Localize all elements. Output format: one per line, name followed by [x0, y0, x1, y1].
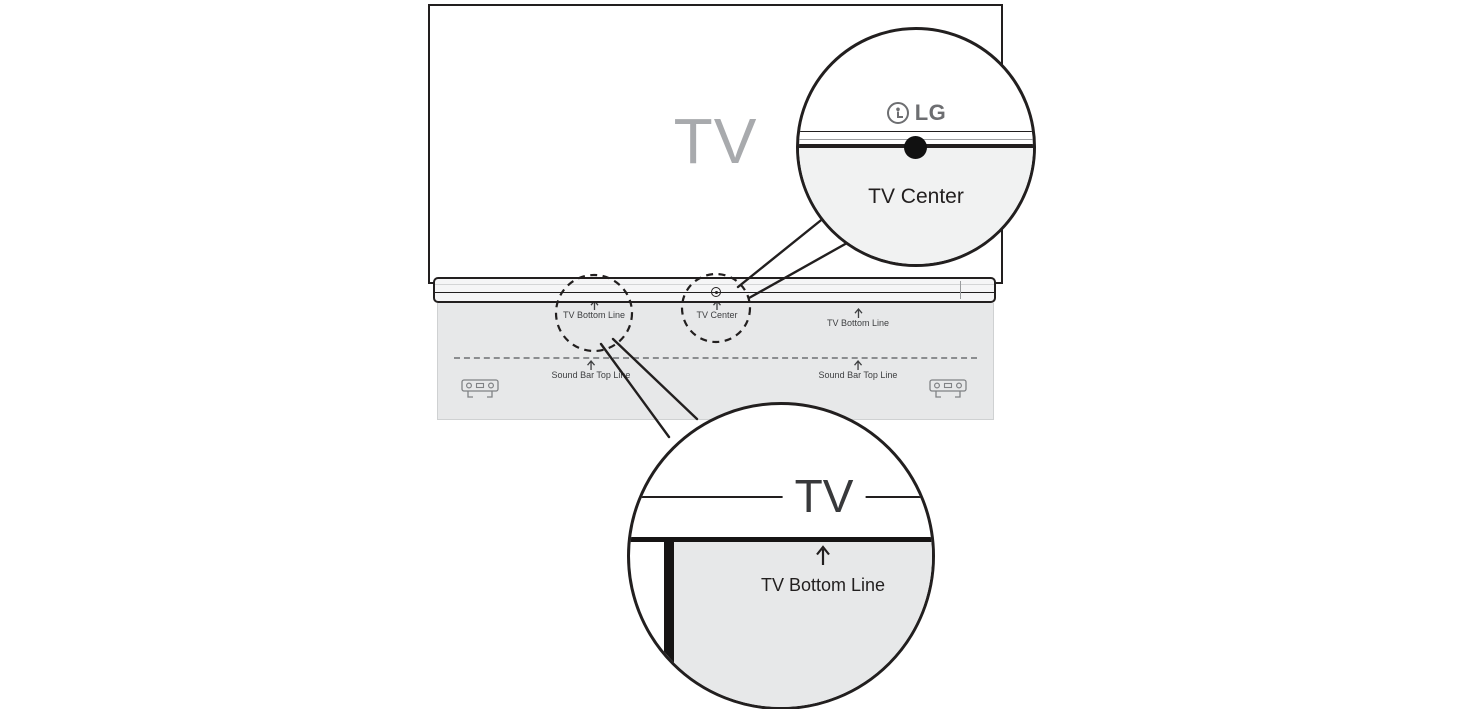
- tv-center-callout-label: TV Center: [868, 185, 964, 208]
- soundbar: [433, 277, 996, 303]
- template-label-text: Sound Bar Top Line: [818, 370, 898, 380]
- tv-bottom-edge-line: [630, 537, 932, 542]
- tv-bottom-line-callout: TV TV Bottom Line: [627, 402, 935, 709]
- soundbar-top-groove: [435, 284, 994, 285]
- up-arrow-icon: [854, 360, 862, 370]
- wall-bracket-icon: [929, 379, 967, 398]
- tv-center-callout: LG TV Center: [796, 27, 1036, 267]
- lg-brand-text: LG: [914, 100, 947, 125]
- wall-mount-template: TV Bottom Line TV Center TV Bottom Line …: [437, 300, 994, 420]
- tv-bottom-line-callout-label: TV Bottom Line: [760, 575, 886, 595]
- template-label-soundbar-top-left: Sound Bar Top Line: [551, 360, 631, 380]
- callout-template-area: [674, 542, 932, 707]
- up-arrow-icon: [854, 308, 862, 318]
- template-label-tv-bottom-line-left: TV Bottom Line: [563, 300, 625, 320]
- callout-tv-label: TV: [782, 469, 866, 523]
- up-arrow-icon: [587, 360, 595, 370]
- soundbar-top-guide-line: [454, 357, 977, 359]
- tv-bezel-line: [799, 131, 1033, 132]
- template-label-tv-bottom-line-right: TV Bottom Line: [827, 308, 889, 328]
- tv-bezel-line: [630, 496, 932, 498]
- soundbar-end-section-line: [960, 281, 961, 299]
- template-label-text: TV Center: [696, 310, 738, 320]
- template-label-text: TV Bottom Line: [562, 310, 626, 320]
- template-label-text: Sound Bar Top Line: [551, 370, 631, 380]
- up-arrow-icon: [816, 545, 830, 565]
- lg-brand-row: LG: [799, 100, 1033, 126]
- lg-logo-icon: [886, 102, 909, 124]
- template-label-soundbar-top-right: Sound Bar Top Line: [818, 360, 898, 380]
- tv-center-dot: [904, 136, 927, 159]
- soundbar-left-edge: [664, 542, 674, 707]
- template-label-text: TV Bottom Line: [826, 318, 890, 328]
- tv-panel-label: TV: [673, 105, 758, 177]
- soundbar-center-mark-icon: [711, 287, 721, 297]
- template-label-tv-center: TV Center: [696, 300, 738, 320]
- wall-bracket-icon: [461, 379, 499, 398]
